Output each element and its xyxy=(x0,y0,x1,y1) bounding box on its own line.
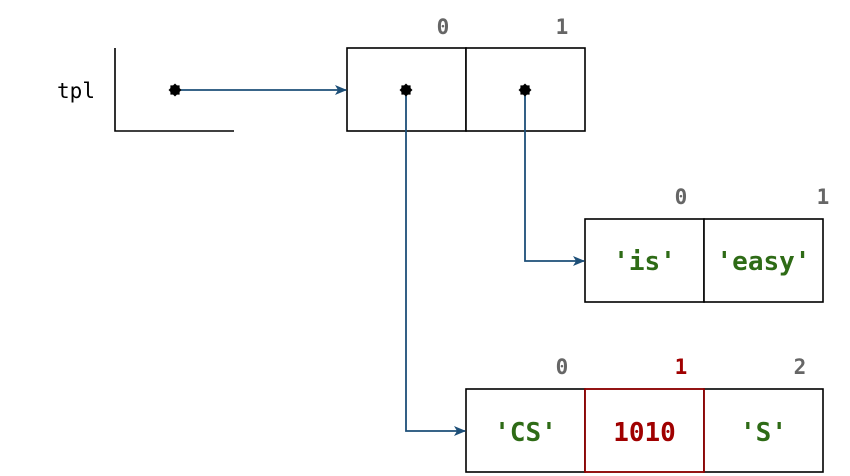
pointer-outer-0-to-tuple-cs xyxy=(405,90,466,436)
variable-frame: tpl xyxy=(57,48,234,132)
tuple-cs-cell-1-highlight xyxy=(584,388,705,473)
tuple-is-easy-index-0: 0 xyxy=(675,185,688,209)
tuple-cs-value-0: 'CS' xyxy=(494,418,557,448)
pointer-outer-1-to-tuple-is-easy xyxy=(524,90,585,266)
tpl-reference-dot xyxy=(168,83,182,97)
frame-bracket xyxy=(114,48,234,132)
tuple-is-easy-value-0: 'is' xyxy=(613,247,676,277)
tuple-cs-index-1-highlighted: 1 xyxy=(675,355,688,379)
tuple-cs-cell-2 xyxy=(703,388,824,473)
tuple-is-easy-index-1: 1 xyxy=(817,185,830,209)
outer-tuple-index-0: 0 xyxy=(437,15,450,39)
pointers xyxy=(175,85,585,436)
tuple-cs-value-1: 1010 xyxy=(613,418,676,448)
tuple-cs-index-0: 0 xyxy=(556,355,569,379)
outer-tuple-reference-dot-1 xyxy=(518,83,532,97)
tuple-cs: 0 1 2 'CS' 1010 'S' xyxy=(465,355,824,473)
outer-tuple: 0 1 xyxy=(346,15,586,132)
tuple-is-easy-cell-0 xyxy=(584,218,705,303)
tuple-is-easy-value-1: 'easy' xyxy=(717,247,811,277)
variable-name-tpl: tpl xyxy=(57,79,95,103)
tuple-is-easy: 0 1 'is' 'easy' xyxy=(584,185,830,303)
outer-tuple-reference-dot-0 xyxy=(399,83,413,97)
outer-tuple-index-1: 1 xyxy=(556,15,569,39)
tuple-cs-index-2: 2 xyxy=(794,355,807,379)
tuple-is-easy-cell-1 xyxy=(703,218,824,303)
tuple-cs-cell-0 xyxy=(465,388,586,473)
tuple-cs-value-2: 'S' xyxy=(740,418,787,448)
